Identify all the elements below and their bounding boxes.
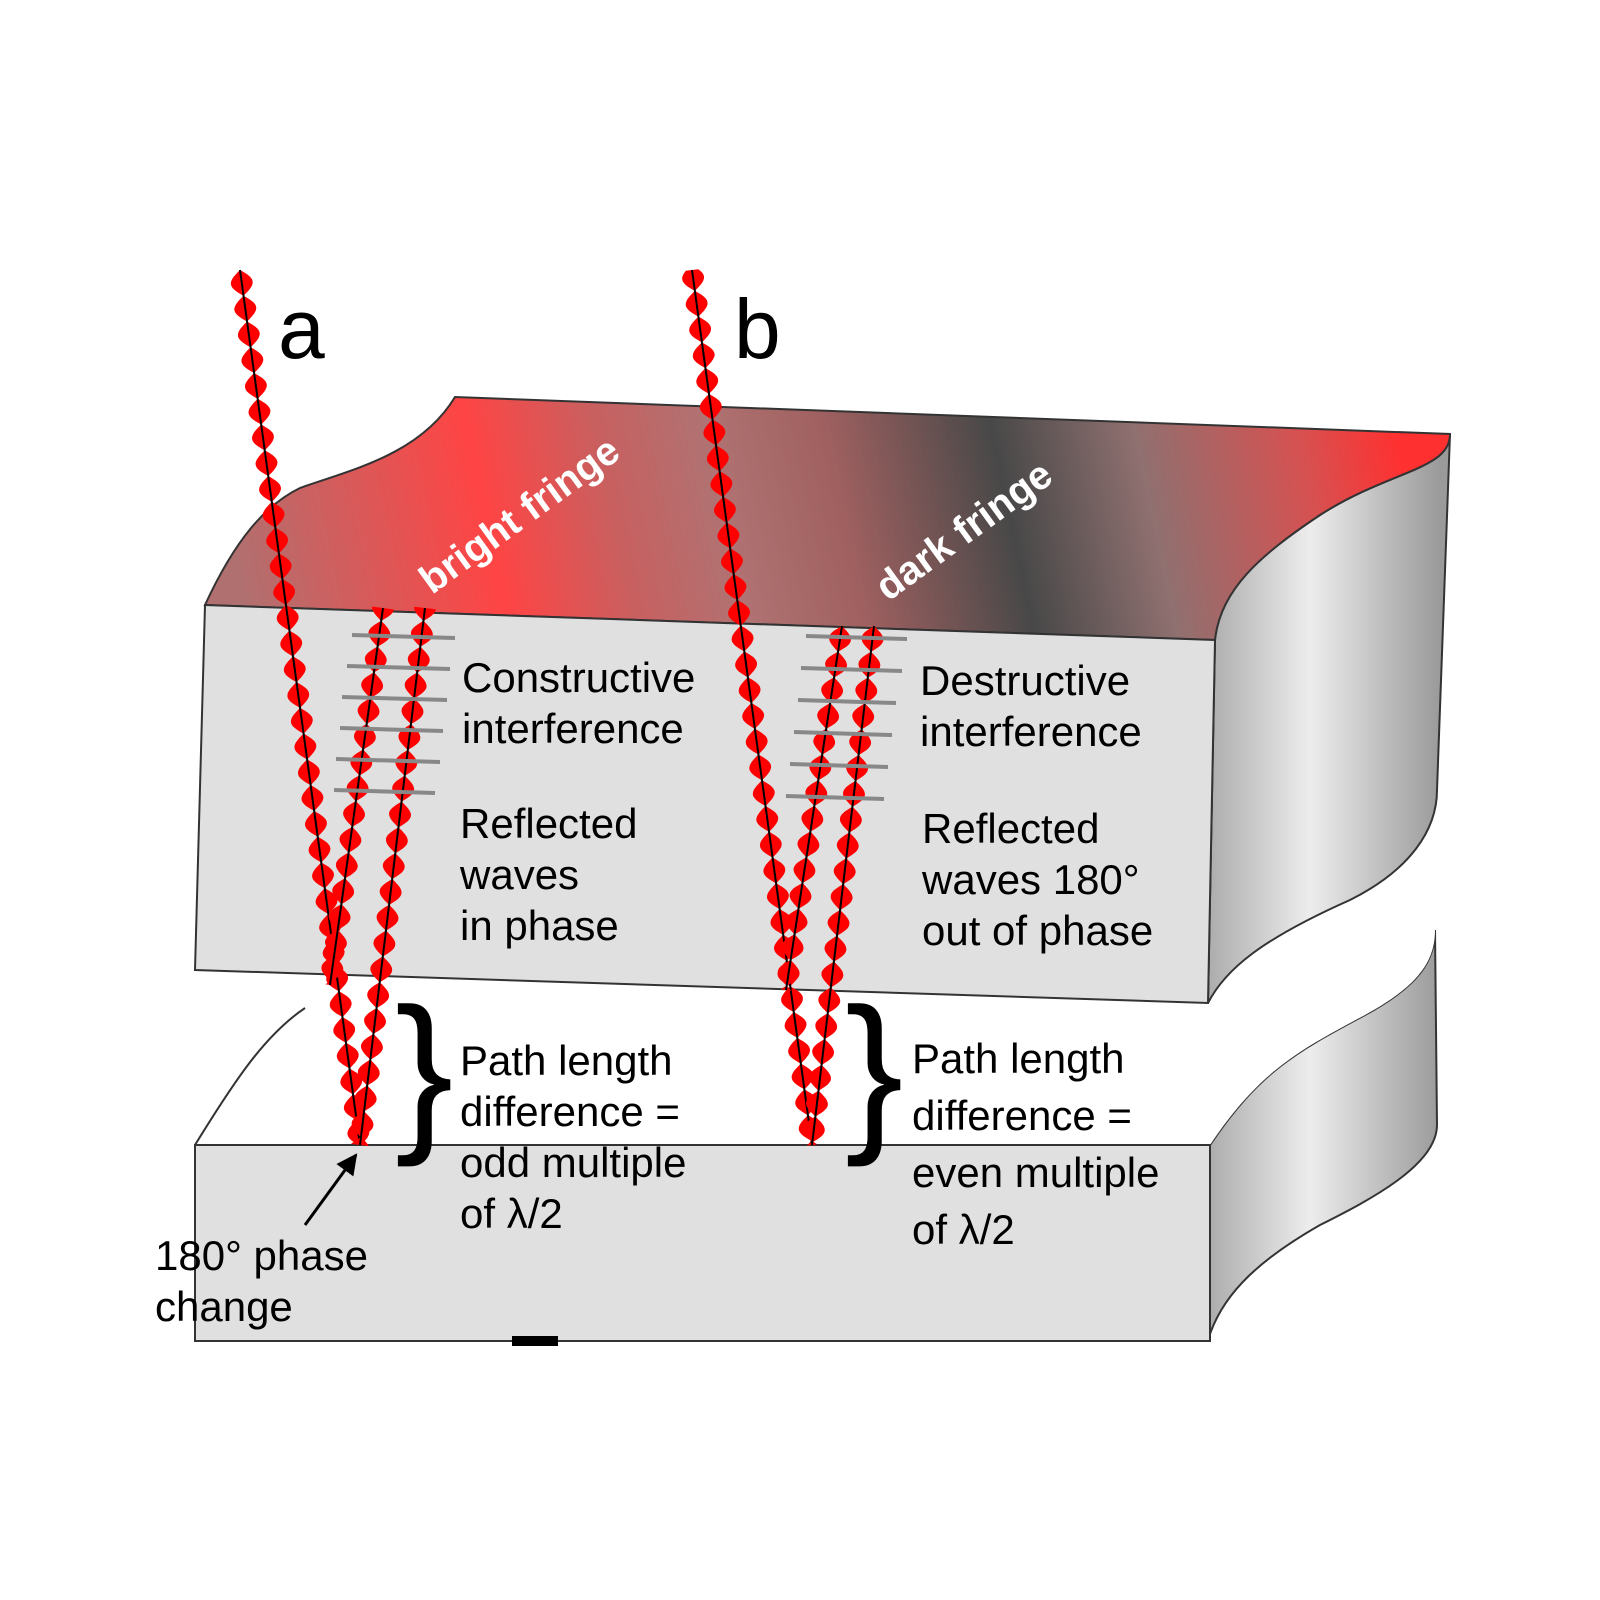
destructive-wavefront-line bbox=[800, 666, 903, 673]
text-line: Path length bbox=[460, 1037, 673, 1084]
lower-plate-side bbox=[1207, 929, 1439, 1341]
phase-change-arrow bbox=[303, 1153, 358, 1226]
reflected-wave-a1-envelope bbox=[321, 606, 394, 986]
text-line: 180° phase bbox=[155, 1232, 368, 1279]
text-line: difference = bbox=[460, 1088, 680, 1135]
light-waves bbox=[230, 269, 884, 1147]
path-odd-text: Path length difference = odd multiple of… bbox=[460, 1037, 686, 1237]
destructive-wavefront-line bbox=[785, 794, 885, 801]
constructive-wavefront-line bbox=[351, 633, 456, 640]
text-line: Reflected bbox=[922, 805, 1099, 852]
reflected-wave-b2 bbox=[803, 625, 884, 1146]
incident-wave-a-axis bbox=[239, 269, 361, 1146]
reflected-wave-a1 bbox=[321, 606, 394, 986]
text-line: interference bbox=[462, 705, 684, 752]
reflected-wave-b1 bbox=[777, 625, 851, 991]
brace-right: } bbox=[845, 973, 903, 1168]
text-line: Destructive bbox=[920, 657, 1130, 704]
incident-wave-b bbox=[682, 269, 821, 1146]
text-line: change bbox=[155, 1283, 293, 1330]
text-line: odd multiple bbox=[460, 1139, 686, 1186]
base-mark bbox=[512, 1336, 558, 1346]
lower-plate-top-edge bbox=[194, 1007, 306, 1146]
phase-change-text: 180° phase change bbox=[155, 1232, 368, 1330]
constructive-wavefront-line bbox=[341, 695, 448, 702]
lower-plate-front bbox=[194, 1144, 1211, 1342]
text-line: of λ/2 bbox=[460, 1190, 563, 1237]
text-line: difference = bbox=[912, 1092, 1132, 1139]
destructive-wavefront-line bbox=[793, 730, 893, 737]
text-line: Reflected bbox=[460, 800, 637, 847]
destructive-wavefront-line bbox=[797, 698, 897, 705]
text-line: waves 180° bbox=[921, 856, 1140, 903]
text-line: interference bbox=[920, 708, 1142, 755]
constructive-wavefront-line bbox=[333, 788, 436, 795]
reflected-wave-b2-axis bbox=[811, 625, 875, 1146]
beam-a-label: a bbox=[278, 282, 325, 376]
reflected-in-phase-text: Reflected waves in phase bbox=[459, 800, 637, 949]
constructive-wavefront-line bbox=[335, 757, 441, 764]
text-line: out of phase bbox=[922, 907, 1153, 954]
reflected-wave-b1-axis bbox=[785, 625, 843, 991]
beam-b-label: b bbox=[734, 282, 781, 376]
text-line: of λ/2 bbox=[912, 1206, 1015, 1253]
destructive-text: Destructive interference bbox=[920, 657, 1142, 755]
upper-plate-front bbox=[193, 603, 1217, 1005]
text-line: Constructive bbox=[462, 654, 695, 701]
text-line: waves bbox=[459, 851, 579, 898]
upper-glass-plate bbox=[193, 395, 1452, 1005]
text-line: Path length bbox=[912, 1035, 1125, 1082]
text-line: even multiple bbox=[912, 1149, 1159, 1196]
brace-left: } bbox=[395, 973, 453, 1168]
path-even-text: Path length difference = even multiple o… bbox=[912, 1035, 1159, 1253]
destructive-wavefront-line bbox=[805, 634, 908, 641]
reflected-out-of-phase-text: Reflected waves 180° out of phase bbox=[921, 805, 1153, 954]
constructive-wavefront-line bbox=[339, 726, 444, 733]
text-line: in phase bbox=[460, 902, 619, 949]
constructive-text: Constructive interference bbox=[462, 654, 695, 752]
destructive-wavefront-line bbox=[789, 762, 889, 769]
wavefront-lines bbox=[333, 633, 908, 801]
reflected-wave-a1-axis bbox=[329, 607, 384, 986]
incident-wave-b-axis bbox=[691, 269, 813, 1146]
constructive-wavefront-line bbox=[346, 664, 451, 671]
